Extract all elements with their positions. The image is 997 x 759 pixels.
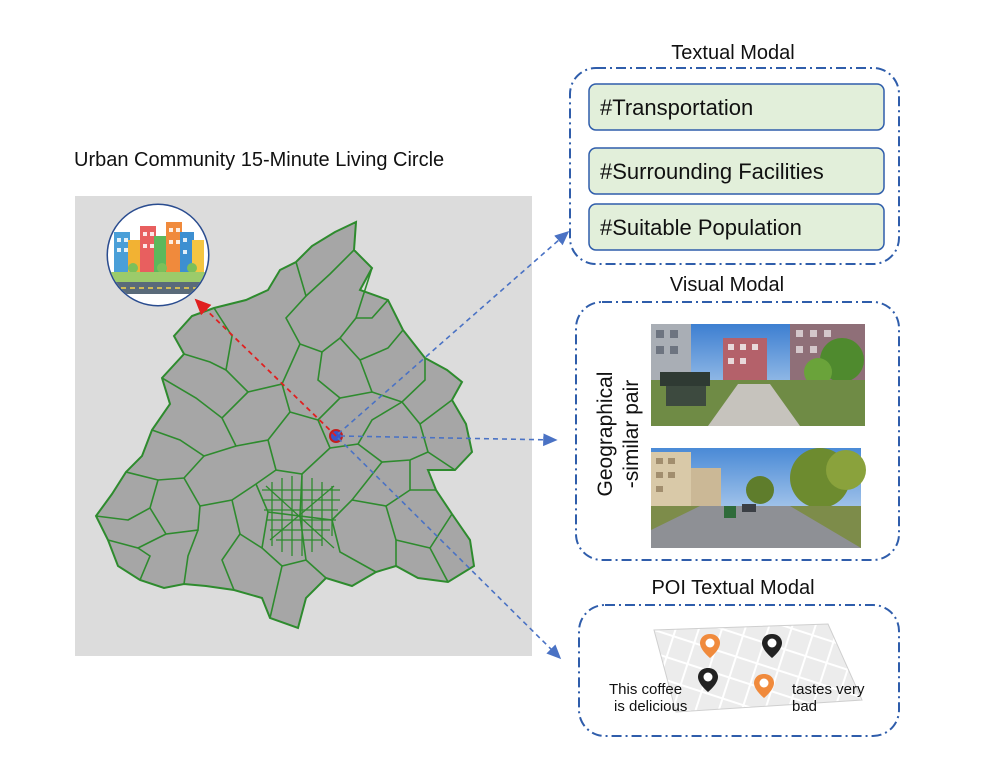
- connector-arrows: [194, 230, 570, 660]
- map-outline: [94, 220, 476, 630]
- visual-side-label-line2: -similar pair: [620, 380, 643, 489]
- street-photo-1: [651, 324, 865, 426]
- visual-modal-title: Visual Modal: [670, 274, 784, 296]
- poi-modal-frame: [578, 604, 900, 737]
- textual-modal-title: Textual Modal: [671, 42, 794, 64]
- map-pin-orange-icon: [700, 634, 720, 658]
- red-link-arrow-head: [194, 298, 212, 316]
- poi-modal-title: POI Textual Modal: [651, 577, 814, 599]
- tag-suitable-population: [588, 203, 885, 251]
- arrow-to-textual: [337, 230, 570, 435]
- urban-core-districts: [262, 476, 340, 556]
- visual-modal-panel: Visual Modal Geographical -similar pair: [575, 274, 900, 561]
- map-pin-black-icon: [762, 634, 782, 658]
- arrow-to-poi: [337, 437, 562, 660]
- review-positive-line1: This coffee: [609, 681, 682, 698]
- review-negative-line1: tastes very: [792, 681, 865, 698]
- visual-modal-frame: [575, 301, 900, 561]
- map-pin-orange-icon: [754, 674, 774, 698]
- map-title: Urban Community 15-Minute Living Circle: [74, 149, 444, 171]
- review-positive-line2: is delicious: [614, 698, 687, 715]
- textual-modal-panel: Textual Modal #Transportation #Surroundi…: [569, 42, 900, 265]
- street-photo-2: [651, 448, 866, 548]
- red-link-arrow: [194, 298, 337, 437]
- review-negative-line2: bad: [792, 698, 817, 715]
- arrow-to-visual: [339, 433, 558, 447]
- map-pin-black-icon: [698, 668, 718, 692]
- poi-modal-panel: POI Textual Modal This coffee is delicio…: [578, 577, 900, 737]
- tag-surrounding-facilities: [588, 147, 885, 195]
- tag-transportation: [588, 83, 885, 131]
- district-borders: [95, 249, 456, 619]
- beijing-district-map: [94, 220, 476, 630]
- textual-modal-frame: [569, 67, 900, 265]
- tag-transportation-label: #Transportation: [600, 95, 753, 120]
- tag-suitable-population-label: #Suitable Population: [600, 215, 802, 240]
- city-illustration: [106, 203, 210, 307]
- tag-surrounding-facilities-label: #Surrounding Facilities: [600, 159, 824, 184]
- visual-side-label-line1: Geographical: [594, 372, 617, 497]
